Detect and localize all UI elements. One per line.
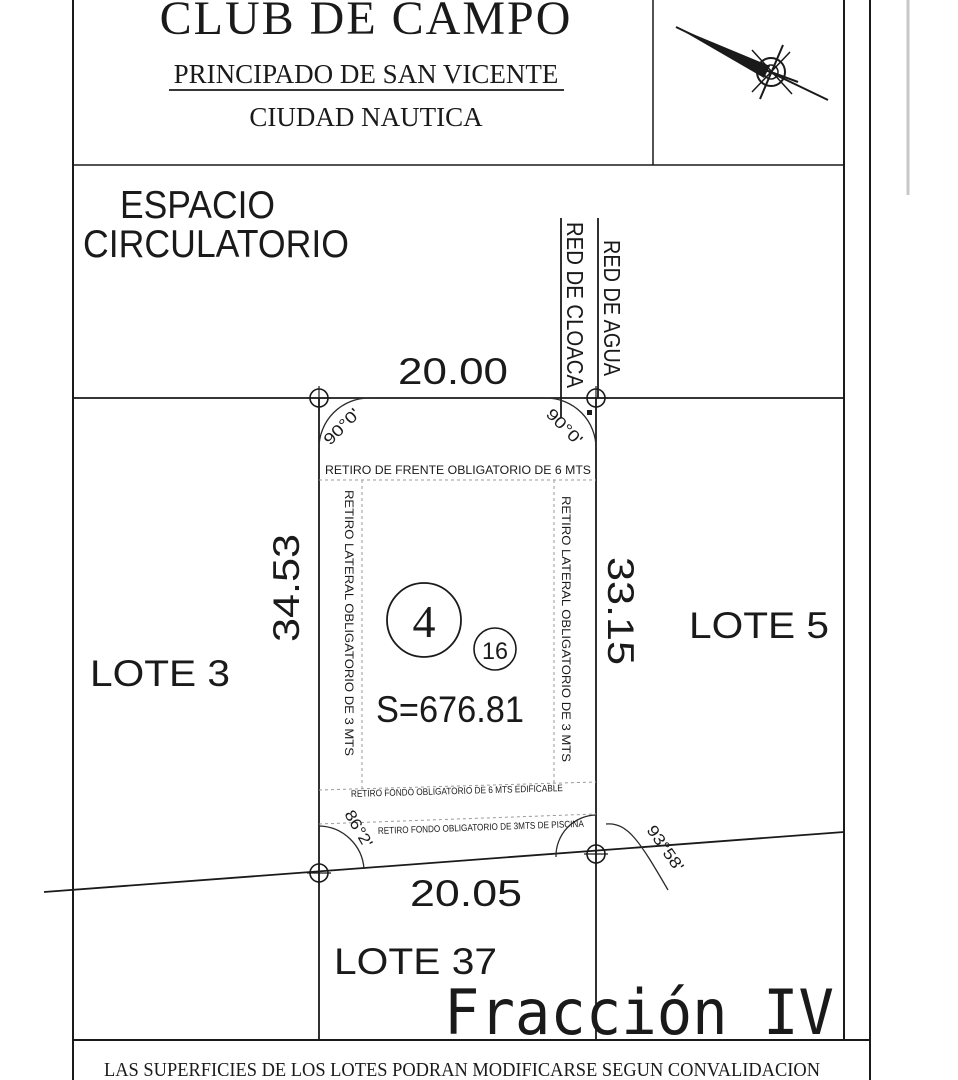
sewer-network-label: RED DE CLOACA xyxy=(562,222,588,389)
corner-marker xyxy=(307,386,331,410)
back-dimension: 20.05 xyxy=(410,873,522,914)
setback-labels: RETIRO DE FRENTE OBLIGATORIO DE 6 MTS RE… xyxy=(325,463,591,837)
front-dimension: 20.00 xyxy=(398,351,508,392)
corner-marker xyxy=(584,386,608,410)
lot-number: 4 xyxy=(413,596,436,647)
fraction-label: Fracción IV xyxy=(444,976,834,1049)
angle-back-left: 86°2' xyxy=(341,808,376,851)
neighbour-lots: LOTE 3 LOTE 5 LOTE 37 xyxy=(90,605,829,982)
title-block: CLUB DE CAMPO PRINCIPADO DE SAN VICENTE … xyxy=(160,0,573,132)
front-setback-label: RETIRO DE FRENTE OBLIGATORIO DE 6 MTS xyxy=(325,463,591,477)
angle-front-left: 90°0' xyxy=(321,406,364,449)
circulation-area: ESPACIO CIRCULATORIO xyxy=(83,184,349,266)
left-side-dimension: 34.53 xyxy=(266,534,307,642)
lot-boundaries xyxy=(43,397,845,1040)
circulation-label-line2: CIRCULATORIO xyxy=(83,223,349,266)
lote-3-label: LOTE 3 xyxy=(90,653,230,694)
north-arrow-icon xyxy=(675,26,829,101)
lote-5-label: LOTE 5 xyxy=(689,605,829,646)
corner-markers xyxy=(307,386,608,885)
lot-identifier: 4 16 S=676.81 xyxy=(376,582,524,730)
footer-note: LAS SUPERFICIES DE LOS LOTES PODRAN MODI… xyxy=(104,1059,820,1080)
title: CLUB DE CAMPO xyxy=(160,0,573,45)
back-pool-setback-label: RETIRO FONDO OBLIGATORIO DE 3MTS DE PISC… xyxy=(378,819,585,837)
block-number: 16 xyxy=(482,638,508,665)
corner-marker xyxy=(584,842,608,866)
setback-lines xyxy=(318,479,597,825)
utility-networks: RED DE AGUA RED DE CLOACA xyxy=(560,218,625,418)
dimensions: 20.00 20.05 34.53 33.15 xyxy=(266,351,641,914)
corner-marker xyxy=(307,861,331,885)
right-lateral-setback-label: RETIRO LATERAL OBLIGATORIO DE 3 MTS xyxy=(559,496,573,762)
angle-back-right: 93°58' xyxy=(643,823,687,875)
location: CIUDAD NAUTICA xyxy=(249,102,483,132)
circulation-label-line1: ESPACIO xyxy=(120,184,275,227)
left-lateral-setback-label: RETIRO LATERAL OBLIGATORIO DE 3 MTS xyxy=(342,490,356,756)
drawing-frame xyxy=(72,0,871,1080)
back-building-setback-label: RETIRO FONDO OBLIGATORIO DE 6 MTS EDIFIC… xyxy=(351,783,563,800)
right-side-dimension: 33.15 xyxy=(600,557,641,665)
lote-37-label: LOTE 37 xyxy=(334,941,497,982)
angle-front-right: 90°0' xyxy=(542,406,585,449)
lot-surface: S=676.81 xyxy=(376,689,524,730)
subtitle: PRINCIPADO DE SAN VICENTE xyxy=(174,59,559,89)
angle-arcs xyxy=(318,397,669,891)
water-network-label: RED DE AGUA xyxy=(599,240,625,377)
